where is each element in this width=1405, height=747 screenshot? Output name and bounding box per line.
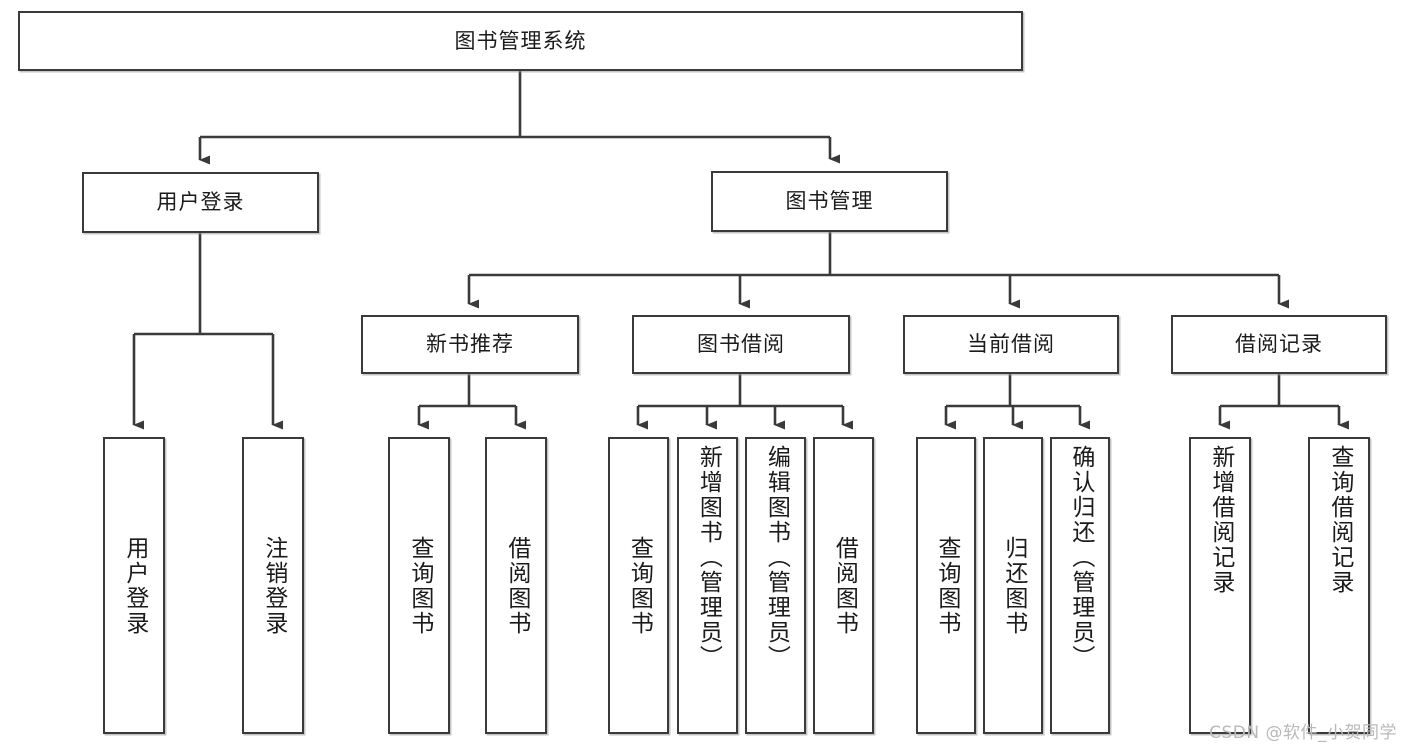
node-br-add-record[interactable]: 新增借阅记录 (1189, 437, 1251, 734)
node-user-login[interactable]: 用户登录 (82, 172, 319, 233)
node-book-borrow[interactable]: 图书借阅 (632, 315, 850, 374)
node-borrow-records-label: 借阅记录 (1235, 332, 1323, 356)
node-bb-query-book-label: 查询图书 (626, 535, 653, 636)
node-cb-confirm-return[interactable]: 确认归还（管理员） (1050, 437, 1110, 734)
node-user-login-do[interactable]: 用户登录 (103, 437, 165, 734)
node-nb-borrow-book[interactable]: 借阅图书 (485, 437, 547, 734)
node-bb-borrow-book[interactable]: 借阅图书 (813, 437, 874, 734)
node-bb-add-book[interactable]: 新增图书（管理员） (677, 437, 738, 734)
node-user-login-label: 用户登录 (156, 190, 245, 214)
node-nb-query-book-label: 查询图书 (406, 535, 433, 636)
node-bb-edit-book-label: 编辑图书（管理员） (763, 445, 790, 670)
node-current-borrow-label: 当前借阅 (967, 332, 1055, 356)
node-user-logout[interactable]: 注销登录 (242, 437, 304, 734)
node-new-book-recommend[interactable]: 新书推荐 (361, 315, 579, 374)
node-nb-borrow-book-label: 借阅图书 (503, 535, 530, 636)
node-cb-confirm-return-label: 确认归还（管理员） (1067, 445, 1094, 670)
node-current-borrow[interactable]: 当前借阅 (903, 315, 1119, 374)
node-bb-query-book[interactable]: 查询图书 (608, 437, 669, 734)
node-root-label: 图书管理系统 (454, 28, 587, 53)
node-root[interactable]: 图书管理系统 (18, 11, 1023, 71)
node-user-logout-label: 注销登录 (260, 535, 287, 636)
node-br-query-record[interactable]: 查询借阅记录 (1308, 437, 1370, 734)
node-bb-edit-book[interactable]: 编辑图书（管理员） (745, 437, 806, 734)
node-bb-add-book-label: 新增图书（管理员） (695, 445, 722, 670)
node-book-borrow-label: 图书借阅 (697, 332, 785, 356)
node-nb-query-book[interactable]: 查询图书 (388, 437, 450, 734)
node-cb-query-book-label: 查询图书 (933, 535, 960, 636)
node-user-login-do-label: 用户登录 (121, 535, 148, 636)
node-book-management[interactable]: 图书管理 (711, 171, 948, 232)
node-cb-return-book[interactable]: 归还图书 (983, 437, 1043, 734)
node-cb-return-book-label: 归还图书 (1000, 535, 1027, 636)
node-book-management-label: 图书管理 (785, 189, 874, 213)
node-bb-borrow-book-label: 借阅图书 (831, 535, 858, 636)
node-br-add-record-label: 新增借阅记录 (1207, 445, 1234, 595)
node-new-book-recommend-label: 新书推荐 (426, 332, 514, 356)
node-borrow-records[interactable]: 借阅记录 (1171, 315, 1387, 374)
node-cb-query-book[interactable]: 查询图书 (916, 437, 976, 734)
node-br-query-record-label: 查询借阅记录 (1326, 445, 1353, 595)
